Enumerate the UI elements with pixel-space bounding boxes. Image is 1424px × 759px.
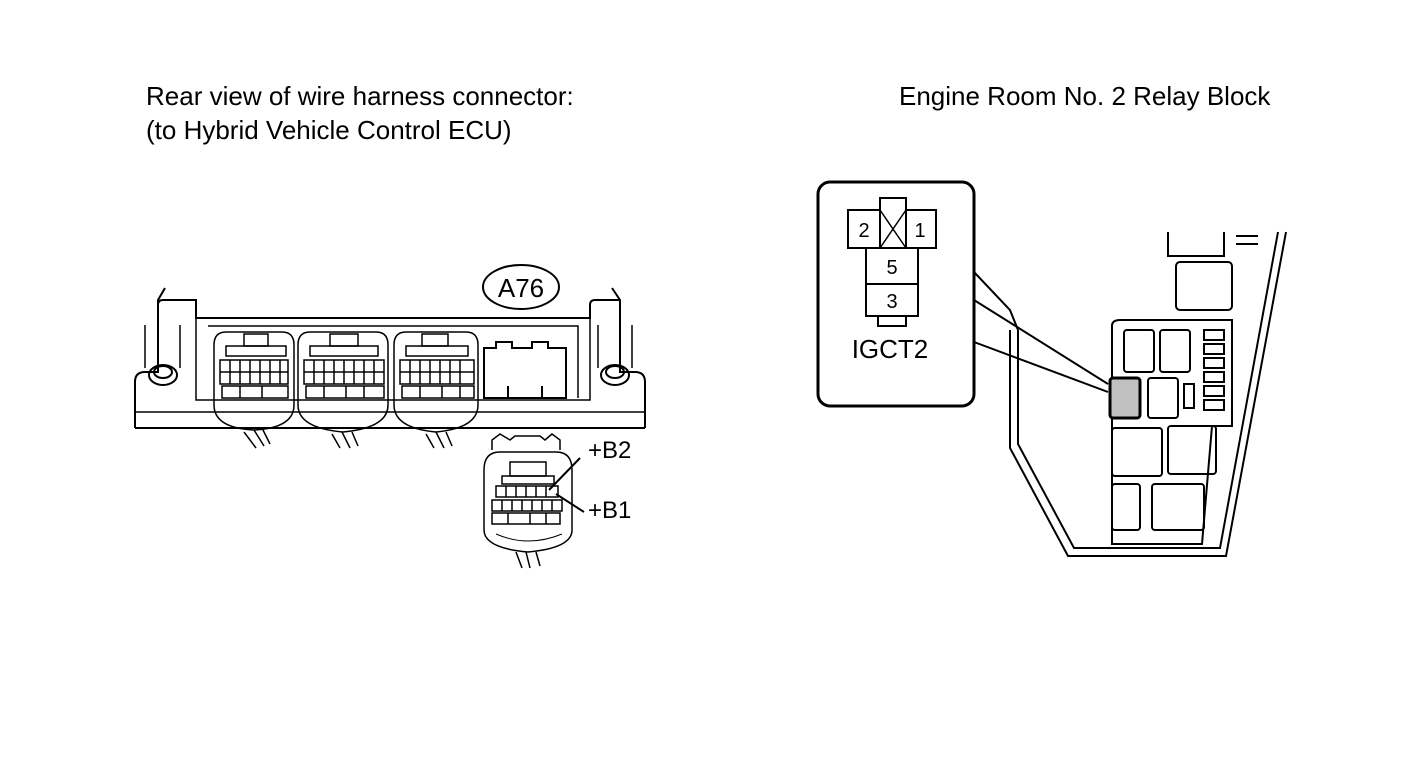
left-caption-line2: (to Hybrid Vehicle Control ECU) (146, 115, 512, 145)
ecu-connector-3 (393, 331, 479, 449)
right-caption: Engine Room No. 2 Relay Block (899, 81, 1271, 111)
pin-label-b2: +B2 (588, 437, 631, 464)
a76-socket (483, 341, 567, 399)
terminal-2: 2 (858, 220, 869, 242)
ecu-connector-1 (213, 331, 295, 449)
relay-block-outline (1009, 231, 1287, 557)
igct2-relay-highlight (1108, 376, 1142, 420)
pin-label-b1: +B1 (588, 497, 631, 524)
ecu-connector-2 (297, 331, 389, 449)
terminal-5: 5 (886, 257, 897, 279)
relay-name-label: IGCT2 (852, 334, 929, 364)
pin-callouts: +B2 +B1 (548, 437, 631, 524)
connector-id-badge: A76 (482, 264, 560, 310)
terminal-3: 3 (886, 291, 897, 313)
a76-harness-connector (483, 433, 573, 569)
terminal-1: 1 (914, 220, 925, 242)
callout-leader (973, 271, 1109, 393)
left-caption-line1: Rear view of wire harness connector: (146, 81, 574, 111)
connector-id-label: A76 (498, 273, 544, 303)
ecu-body (134, 287, 646, 429)
relay-callout-box: 2 1 5 3 IGCT2 (816, 180, 976, 408)
